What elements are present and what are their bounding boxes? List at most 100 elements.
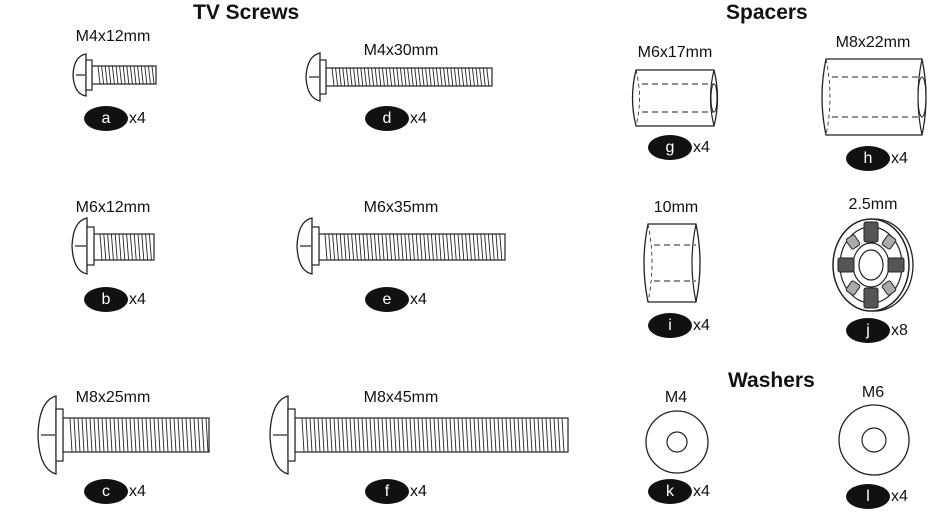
thread-line [309,417,313,453]
thread-line [425,67,429,87]
washers-heading: Washers [728,369,815,392]
thread-line [476,233,480,261]
thread-line [140,65,144,85]
thread-line [115,65,119,85]
thread-line [345,417,349,453]
thread-line [417,67,421,87]
thread-line [148,233,152,261]
thread-line [373,233,377,261]
thread-line [349,417,353,453]
spacer-j-illustration [832,218,914,312]
screw-c-quantity: x4 [129,482,146,500]
thread-line [97,417,101,453]
thread-line [374,67,378,87]
screw-f-illustration [269,395,569,475]
thread-line [509,417,513,453]
thread-line [482,67,486,87]
thread-line [353,417,357,453]
screw-d-size-label: M4x30mm [363,42,439,59]
spacer-i-illustration [643,223,701,303]
thread-line [484,233,488,261]
thread-line [339,233,343,261]
screw-f-badge: f x4 [365,479,427,504]
thread-line [468,67,472,87]
screw-f-size-label: M8x45mm [363,389,439,406]
thread-line [335,233,339,261]
thread-line [161,417,165,453]
thread-line [108,65,112,85]
screw-a-quantity: x4 [129,109,146,127]
thread-line [449,417,453,453]
thread-line [147,65,151,85]
spacer-h-letter-tag: h [846,146,890,171]
thread-line [185,417,189,453]
thread-line [335,67,339,87]
thread-line [332,233,336,261]
thread-line [468,233,472,261]
thread-line [358,233,362,261]
thread-line [97,65,101,85]
thread-line [351,233,355,261]
thread-line [493,417,497,453]
thread-line [328,233,332,261]
thread-line [141,233,145,261]
thread-line [360,67,364,87]
thread-line [473,417,477,453]
screw-a-size-label: M4x12mm [75,28,151,45]
washer-l-letter-tag: l [846,484,890,509]
thread-line [153,417,157,453]
thread-line [367,67,371,87]
thread-line [495,233,499,261]
thread-line [357,417,361,453]
thread-line [137,417,141,453]
thread-line [137,233,141,261]
spacer-h-badge: h x4 [846,146,908,171]
thread-line [545,417,549,453]
thread-line [433,417,437,453]
thread-line [111,65,115,85]
thread-line [561,417,565,453]
thread-line [457,67,461,87]
thread-line [125,417,129,453]
washer-k-letter-tag: k [648,479,692,504]
thread-line [421,417,425,453]
thread-line [361,417,365,453]
thread-line [396,67,400,87]
thread-line [329,417,333,453]
thread-line [389,233,393,261]
thread-line [69,417,73,453]
washer-l-size-label: M6 [861,384,885,401]
thread-line [342,67,346,87]
thread-line [103,233,107,261]
thread-line [305,417,309,453]
thread-line [107,233,111,261]
screw-c-size-label: M8x25mm [75,389,151,406]
thread-line [453,417,457,453]
thread-line [517,417,521,453]
spacer-j-size-label: 2.5mm [848,196,898,213]
thread-line [349,67,353,87]
thread-line [417,417,421,453]
spacer-h-illustration [821,58,927,136]
thread-line [145,417,149,453]
thread-line [118,233,122,261]
washer-l-quantity: x4 [891,487,908,505]
thread-line [437,417,441,453]
thread-line [427,233,431,261]
thread-line [469,417,473,453]
thread-line [557,417,561,453]
thread-line [113,417,117,453]
thread-line [347,233,351,261]
thread-line [110,233,114,261]
screw-b-size-label: M6x12mm [75,199,151,216]
screw-a-badge: a x4 [84,106,146,131]
screw-e-illustration [296,217,506,275]
thread-line [173,417,177,453]
thread-line [381,67,385,87]
thread-line [126,233,130,261]
thread-line [331,67,335,87]
thread-line [126,65,130,85]
screw-b-letter-tag: b [84,287,128,312]
thread-line [399,67,403,87]
thread-line [371,67,375,87]
